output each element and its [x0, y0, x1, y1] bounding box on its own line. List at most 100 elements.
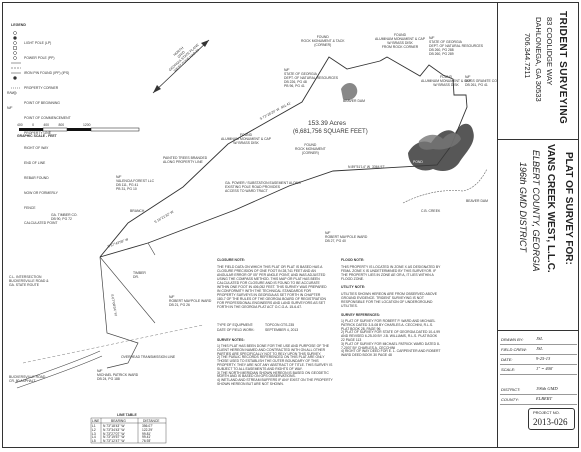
- north-arrow: [152, 39, 210, 94]
- area-acres: 153.39 Acres: [308, 120, 346, 127]
- annotation-rock-corner: FOUND ROCK MONUMENT & TACK (CORNER): [301, 35, 345, 47]
- survey-reference: 4) RIGHT OF WAY DEED FOR E. L. CARPENTER…: [341, 349, 441, 358]
- survey-references-title: SURVEY REFERENCES:: [341, 313, 381, 317]
- survey-drawing: [11, 31, 488, 444]
- drawing-info: DRAWN BY:JSL FIELD CREW:JSL DATE:9-25-13…: [498, 331, 579, 447]
- line-table-cell: L4: [92, 435, 96, 440]
- survey-notes-title: SURVEY NOTES:: [217, 338, 245, 342]
- legend-code: R/W: [7, 91, 14, 95]
- fieldwork-date-label: DATE OF FIELD WORK:: [217, 328, 255, 332]
- line-table-cell: L5: [92, 439, 96, 444]
- line-table-cell: N 73°12'47" W: [103, 439, 125, 444]
- survey-sheet: LEGEND LIGHT POLE (LP) POWER POLE (PP) I…: [2, 2, 579, 448]
- legend-items: LIGHT POLE (LP) POWER POLE (PP) IRON PIN…: [24, 31, 71, 236]
- utility-note-title: UTILITY NOTE:: [341, 285, 366, 289]
- annotation-valencia: N/F VALENCIA FOREST LLC DB 111, PG 41 PB…: [116, 175, 155, 191]
- annotation-ward-2: N/F ROBERT MAYPOLE WARD DB 21, PG 26: [169, 295, 212, 307]
- annotation-intersection: C.L. INTERSECTION BUCKERSVILLE ROAD & GA…: [9, 275, 49, 287]
- drawn-by-row: DRAWN BY:JSL: [500, 335, 577, 345]
- bearing-line: [147, 242, 156, 256]
- line-table-grid: [90, 417, 167, 444]
- road-line: [14, 350, 101, 384]
- annotation-rock-monument: FOUND ROCK MONUMENT (CORNER): [295, 143, 326, 155]
- client-name: VANS CREEK WEST, L.L.C.: [545, 144, 556, 273]
- district-row: DISTRICT:196th GMD: [500, 385, 577, 395]
- pond-detail: [418, 133, 461, 150]
- line-table-header: LINE: [92, 419, 100, 423]
- legend-title: LEGEND: [11, 23, 26, 27]
- road-line-2: [16, 355, 103, 389]
- company-phone: 706.344.7211: [523, 33, 532, 79]
- annotation-beaver-dam-2: BEAVER DAM: [466, 199, 488, 203]
- annotation-state-dnr: N/F STATE OF GEORGIA DEPT. OF NATURAL RE…: [429, 36, 484, 56]
- annotation-cb-creek: C.B. CREEK: [421, 209, 441, 213]
- company-address: 83 COOLIDGE WAY: [545, 17, 554, 86]
- line-table-cell: L1: [92, 424, 96, 428]
- annotation-ga-power: GA. POWER / SUBSTATION EASEMENT ALONG EX…: [225, 181, 301, 193]
- company-block: TRIDENT SURVEYING 83 COOLIDGE WAY DAHLON…: [498, 3, 579, 140]
- survey-note: 2) THE PUBLIC RECORDS REFERENCED ON THIS…: [217, 355, 333, 371]
- graphic-scale: [19, 127, 140, 132]
- drawing-area: LEGEND LIGHT POLE (LP) POWER POLE (PP) I…: [3, 3, 498, 447]
- legend-item: PROPERTY CORNER: [24, 86, 59, 90]
- annotation-beaver-dam: BEAVER DAM: [343, 99, 365, 103]
- plat-title: PLAT OF SURVEY FOR:: [563, 152, 574, 265]
- scale-label: GRAPHIC SCALE - FEET: [17, 134, 57, 138]
- south-parcel-lines: [99, 256, 139, 369]
- annotation-ward-3: N/F MICHAEL PATRICK WARD DB 24, PG 188: [97, 369, 139, 381]
- equipment-value: TOPCON GTS-235: [265, 323, 295, 327]
- survey-note: 1) THIS PLAT HAS BEEN DONE FOR THE USE A…: [217, 344, 329, 356]
- annotation-branch: BRANCH: [130, 209, 145, 213]
- line-table-cell: N 73°34'43" W: [103, 427, 125, 432]
- bearing-label: N 89°51'14" W 3364.97': [348, 165, 385, 169]
- legend-item: REBAR FOUND: [24, 176, 49, 180]
- line-table-cell: 99.81': [142, 431, 151, 436]
- legend-item: PROPERTY LINE: [24, 131, 52, 135]
- company-name: TRIDENT SURVEYING: [557, 11, 568, 125]
- survey-references-list: 1) PLAT OF SURVEY FOR ROBERT P. WARD AND…: [341, 319, 441, 358]
- property-boundary: [99, 56, 468, 258]
- survey-reference: 1) PLAT OF SURVEY FOR ROBERT P. WARD AND…: [341, 319, 436, 331]
- legend-item: END OF LINE: [24, 161, 46, 165]
- west-line: [99, 256, 156, 324]
- plat-title-block: PLAT OF SURVEY FOR: VANS CREEK WEST, L.L…: [498, 140, 579, 331]
- legend-codes: R/W N/F: [7, 81, 14, 121]
- legend-item: CALCULATED POINT: [24, 221, 58, 225]
- scale-ticks: 400 0 400 800 1200: [17, 123, 91, 127]
- annotation-painted-trees: PAINTED TREES BRANDED ALONG PROPERTY LIN…: [163, 156, 208, 164]
- legend-item: FENCE: [24, 206, 36, 210]
- annotation-monument: FOUND ALUMINUM MONUMENT & CAP W/ BRASS D…: [375, 33, 426, 49]
- title-block: TRIDENT SURVEYING 83 COOLIDGE WAY DAHLON…: [497, 3, 579, 447]
- annotation-transmission: OVERHEAD TRANSMISSION LINE: [121, 355, 176, 359]
- transmission-line: [22, 324, 204, 364]
- line-table-cell: 76.93': [142, 439, 151, 444]
- project-number: 2013-026: [533, 417, 568, 427]
- legend-item: POINT OF BEGINNING: [24, 101, 60, 105]
- line-table-cell: L3: [92, 431, 96, 436]
- fieldwork-date-value: SEPTEMBER 4, 2013: [265, 328, 299, 332]
- survey-notes-list: 1) THIS PLAT HAS BEEN DONE FOR THE USE A…: [217, 344, 335, 387]
- legend-code: N/F: [7, 106, 13, 110]
- legend-item: RIGHT OF WAY: [24, 146, 49, 150]
- county-row: COUNTY:ELBERT: [500, 395, 577, 405]
- survey-reference: 2) PLAT OF SURVEY FOR STATE OF GEORGIA D…: [341, 330, 441, 342]
- survey-note: 4) WETLAND AND STREAM BUFFERS IF ANY EXI…: [217, 378, 333, 386]
- annotation-pond: POND: [413, 160, 423, 164]
- annotation-ward-1: N/F ROBERT MAYPOLE WARD DB 27, PG 40: [325, 231, 368, 243]
- closure-note-title: CLOSURE NOTE:: [217, 258, 246, 262]
- utility-note-text: UTILITIES SHOWN HEREON ARE FROM OBSERVED…: [341, 292, 438, 308]
- line-table-cell: 122.29': [142, 427, 153, 432]
- area-sqft: (6,681,756 SQUARE FEET): [293, 129, 368, 135]
- plat-district: 196th GMD DISTRICT: [518, 162, 528, 253]
- line-table-cell: N 73°19'57" W: [103, 435, 125, 440]
- flood-note-title: FLOOD NOTE:: [341, 258, 365, 262]
- equipment-label: TYPE OF EQUIPMENT:: [217, 323, 254, 327]
- project-label: PROJECT NO.: [533, 410, 560, 415]
- survey-note: 3) THE NORTH MERIDIAN SHOWN HEREON IS BA…: [217, 370, 329, 379]
- line-table-cell: 99.41': [142, 435, 151, 440]
- date-row: DATE:9-25-13: [500, 355, 577, 365]
- creek-line: [402, 168, 488, 204]
- project-number-box: PROJECT NO. 2013-026: [528, 408, 575, 430]
- line-table-cell: 356.07': [142, 424, 153, 428]
- annotation-monument-3: FOUND ALUMINUM MONUMENT & CAP W/ BRASS D…: [221, 133, 272, 145]
